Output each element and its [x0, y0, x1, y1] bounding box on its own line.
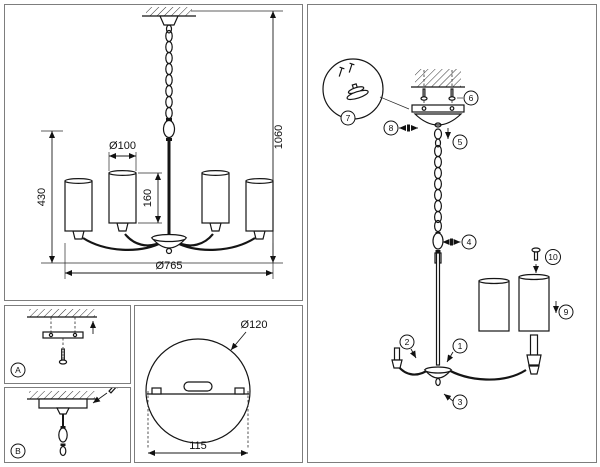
ceiling-hatch	[29, 309, 95, 317]
callout-9: 9	[558, 304, 574, 320]
mounting-screw-icon	[58, 338, 68, 365]
svg-text:7: 7	[346, 113, 351, 123]
canopy-plate	[38, 398, 88, 409]
chandelier-front-view: Ø100 160 430 1060	[36, 7, 285, 279]
canopy-dome	[413, 113, 463, 140]
mounting-plate	[411, 100, 465, 113]
detail-b-label: B	[15, 446, 21, 456]
canopy-top-view: 115 Ø120	[145, 319, 268, 456]
mount-width-label: 115	[189, 440, 207, 452]
assembly-panel: 7 6	[307, 4, 597, 463]
finial-knob-icon	[531, 247, 541, 273]
dimension-overall-height: 1060	[41, 10, 285, 264]
callout-3: 3	[452, 394, 468, 410]
washer-stack-icon	[346, 83, 369, 101]
assembly-exploded-view: 7 6	[322, 58, 574, 410]
callout-7: 7	[340, 110, 356, 126]
front-view-panel: Ø100 160 430 1060	[4, 4, 303, 301]
svg-text:8: 8	[389, 123, 394, 133]
svg-text:3: 3	[458, 397, 463, 407]
dimension-mount-width: 115	[148, 440, 248, 456]
shade-height-label: 160	[142, 189, 154, 207]
callout-10: 10	[545, 249, 561, 265]
hub-and-arms	[391, 347, 540, 387]
callout-8: 8	[383, 120, 399, 136]
ceiling-mount	[142, 7, 196, 34]
overall-height-label: 1060	[273, 125, 285, 149]
svg-text:9: 9	[564, 307, 569, 317]
assembly-chain	[433, 138, 442, 233]
callout-2: 2	[399, 334, 415, 350]
lamp-shades	[64, 170, 274, 232]
dimension-shade-diameter: Ø100	[108, 140, 137, 171]
stem-bead	[432, 232, 444, 253]
down-arrow-icon	[446, 351, 454, 363]
dimension-body-height: 430	[36, 130, 63, 263]
svg-text:10: 10	[548, 252, 558, 262]
canopy-diameter-label: Ø120	[241, 319, 268, 331]
hanging-chain	[165, 29, 173, 120]
detail-b-badge: B	[10, 443, 26, 459]
callout-5: 5	[452, 134, 468, 150]
dimension-overall-diameter: Ø765	[64, 243, 274, 279]
center-bowl	[150, 233, 188, 255]
exploded-shade-stack	[478, 273, 550, 366]
down-arrow-icon	[409, 348, 417, 359]
canopy-slot	[183, 381, 213, 392]
svg-text:4: 4	[467, 237, 472, 247]
dimension-shade-height: 160	[138, 172, 162, 224]
ceiling-block	[411, 69, 465, 88]
callout-4: 4	[461, 234, 477, 250]
svg-text:1: 1	[458, 341, 463, 351]
canopy-top-view-panel: 115 Ø120	[134, 305, 303, 463]
hardware-inset-detail	[322, 58, 410, 120]
up-left-arrow-icon	[443, 393, 454, 402]
svg-text:2: 2	[405, 337, 410, 347]
shade-diameter-label: Ø100	[109, 140, 136, 152]
center-stem-rod	[434, 252, 442, 366]
hanging-rod	[58, 414, 68, 457]
overall-diameter-label: Ø765	[156, 260, 183, 272]
dimension-canopy-diameter: Ø120	[230, 319, 268, 351]
side-screw-icon	[92, 388, 118, 404]
detail-a-drawing: A	[10, 309, 97, 378]
detail-a-label: A	[15, 365, 21, 375]
detail-b-panel: B	[4, 387, 131, 463]
ceiling-screws	[420, 88, 456, 101]
svg-text:5: 5	[458, 137, 463, 147]
callout-6: 6	[463, 90, 479, 106]
stem-bead	[162, 118, 176, 237]
locking-pin-icon-mid	[442, 238, 461, 246]
ceiling-hatch	[29, 391, 95, 399]
svg-text:6: 6	[469, 93, 474, 103]
detail-b-drawing: B	[10, 388, 118, 459]
body-height-label: 430	[36, 188, 48, 206]
detail-a-badge: A	[10, 362, 26, 378]
locking-pin-icon-top	[399, 124, 418, 132]
callout-1: 1	[452, 338, 468, 354]
detail-a-panel: A	[4, 305, 131, 384]
